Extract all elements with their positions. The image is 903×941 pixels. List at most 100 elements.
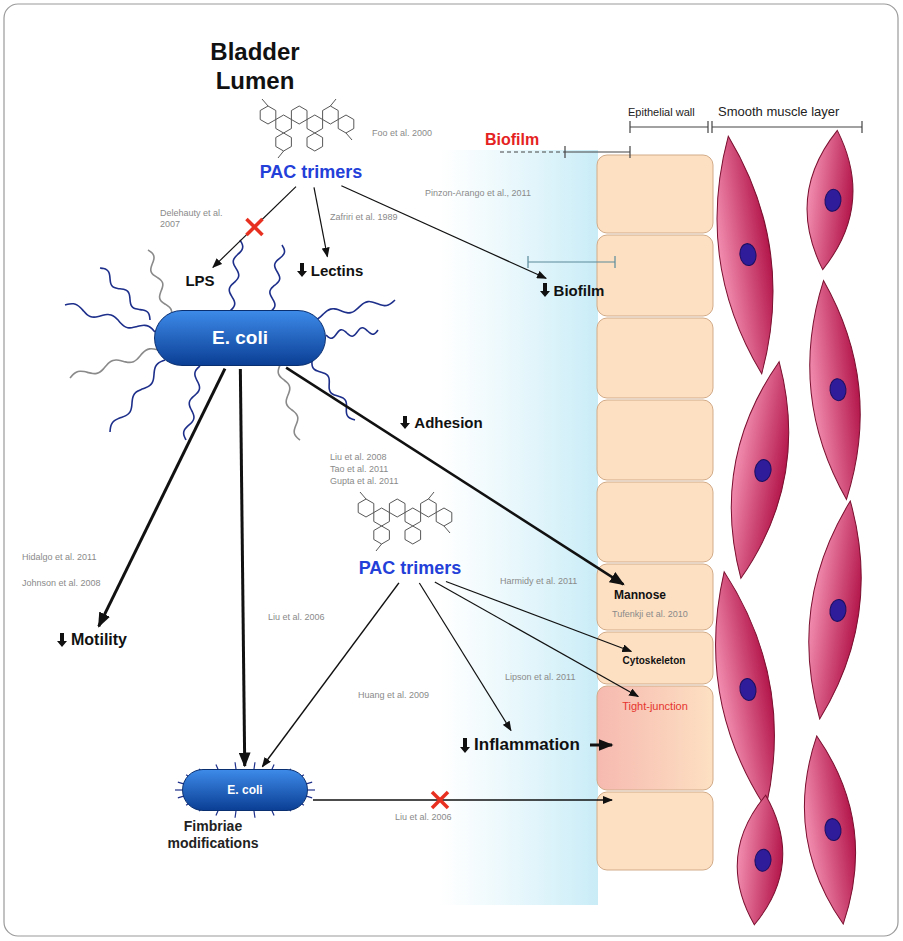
muscle-cell-body xyxy=(796,498,874,723)
effect-label: Lectins xyxy=(293,260,368,281)
bracket-tick xyxy=(564,146,565,158)
bond xyxy=(444,526,450,533)
ring xyxy=(307,133,323,151)
muscle-cell-body xyxy=(800,278,871,502)
ring xyxy=(421,499,437,517)
nucleus xyxy=(829,598,848,622)
node-text: Inflammation xyxy=(474,735,580,755)
citation: Zafriri et al. 1989 xyxy=(330,212,398,223)
node-text: Lectins xyxy=(311,262,364,279)
bond xyxy=(376,544,382,551)
brackets xyxy=(500,121,862,268)
flagella xyxy=(65,240,395,818)
decrease-arrow-shape xyxy=(297,263,307,277)
effect-arrows xyxy=(313,745,612,808)
fimbria xyxy=(175,789,182,790)
muscle-cell xyxy=(703,133,787,378)
muscle-cell-body xyxy=(793,733,867,928)
citation: Foo et al. 2000 xyxy=(372,128,432,139)
decrease-arrow xyxy=(297,263,307,277)
edge-label-text: Adhesion xyxy=(414,414,482,431)
effect-label: Mannose xyxy=(610,586,670,604)
fimbria xyxy=(253,811,255,818)
muscle-cell-body xyxy=(703,133,787,378)
flagellum xyxy=(312,360,355,420)
citation: Delehauty et al. 2007 xyxy=(160,208,230,230)
citation: Huang et al. 2009 xyxy=(358,690,429,701)
muscle-cell xyxy=(793,733,867,928)
effect-arrow xyxy=(419,583,511,730)
epithelial-cell xyxy=(597,792,713,870)
blocked-adhesion-arrow xyxy=(313,799,612,801)
ring xyxy=(358,499,374,517)
biofilm-bracket-dashed xyxy=(500,151,565,152)
node-text: E. coli xyxy=(227,783,262,797)
title: Bladder Lumen xyxy=(185,38,325,96)
epithelial-cell xyxy=(597,400,713,480)
nucleus xyxy=(753,458,773,482)
nucleus xyxy=(829,378,847,402)
bond xyxy=(428,492,434,499)
ring xyxy=(374,526,390,544)
effect-arrow xyxy=(435,582,638,697)
epithelial-cell xyxy=(597,564,713,630)
bracket-tick xyxy=(527,256,528,268)
node-text: Tight-junction xyxy=(622,700,688,712)
decrease-arrow-shape xyxy=(540,283,550,297)
citation: Tao et al. 2011 xyxy=(330,464,388,475)
decrease-arrow-shape xyxy=(400,416,410,429)
caption-text: Fimbriae modifications xyxy=(148,818,278,852)
node-text: Motility xyxy=(71,631,127,649)
muscle-cell xyxy=(732,793,788,926)
layer-label: Epithelial wall xyxy=(628,106,695,119)
muscle-cell-body xyxy=(716,357,804,583)
effect-arrow xyxy=(240,369,244,766)
effect-arrow xyxy=(286,368,623,585)
flagellum xyxy=(305,300,395,320)
ring xyxy=(323,106,339,124)
ring xyxy=(276,133,292,151)
effect-label: PAC trimers xyxy=(256,160,367,185)
citation: Harmidy et al. 2011 xyxy=(500,576,577,587)
citation: Liu et al. 2006 xyxy=(268,612,325,623)
chemical-structure xyxy=(260,99,354,158)
block-mark xyxy=(246,219,262,235)
effect-arrow xyxy=(262,583,399,767)
citation: Johnson et al. 2008 xyxy=(22,578,101,589)
fimbria xyxy=(234,811,236,818)
epithelial-cell xyxy=(597,155,713,233)
ring xyxy=(374,508,390,526)
muscle-cell xyxy=(800,128,859,272)
flagellum xyxy=(184,366,200,440)
flagellum xyxy=(65,304,155,332)
bracket-tick xyxy=(711,121,712,133)
effect-label: PAC trimers xyxy=(355,556,466,581)
bracket-tick xyxy=(629,121,630,133)
citation: Tufenkji et al. 2010 xyxy=(612,609,688,620)
nucleus xyxy=(738,677,758,701)
ring xyxy=(338,115,354,133)
flagellum xyxy=(148,250,172,318)
frame xyxy=(4,4,898,936)
bacterium-cell: E. coliFimbriae modifications xyxy=(182,769,308,811)
ring xyxy=(389,499,405,517)
bond xyxy=(262,99,268,106)
node-text: PAC trimers xyxy=(260,162,363,183)
effect-label: Inflammation xyxy=(456,733,584,757)
muscle-cell-body xyxy=(732,793,788,926)
muscle-cell xyxy=(796,498,874,723)
citation: Liu et al. 2008 xyxy=(330,452,387,463)
decrease-arrow-shape xyxy=(460,738,470,753)
flagellum xyxy=(229,240,242,311)
layer-label: Biofilm xyxy=(485,130,539,149)
citation: Gupta et al. 2011 xyxy=(330,476,398,487)
flagellum xyxy=(278,365,300,440)
epithelial-cell xyxy=(597,686,713,790)
decrease-arrow xyxy=(540,283,550,297)
ring xyxy=(436,508,452,526)
flagellum xyxy=(70,349,158,378)
decrease-arrow-shape xyxy=(57,633,67,647)
